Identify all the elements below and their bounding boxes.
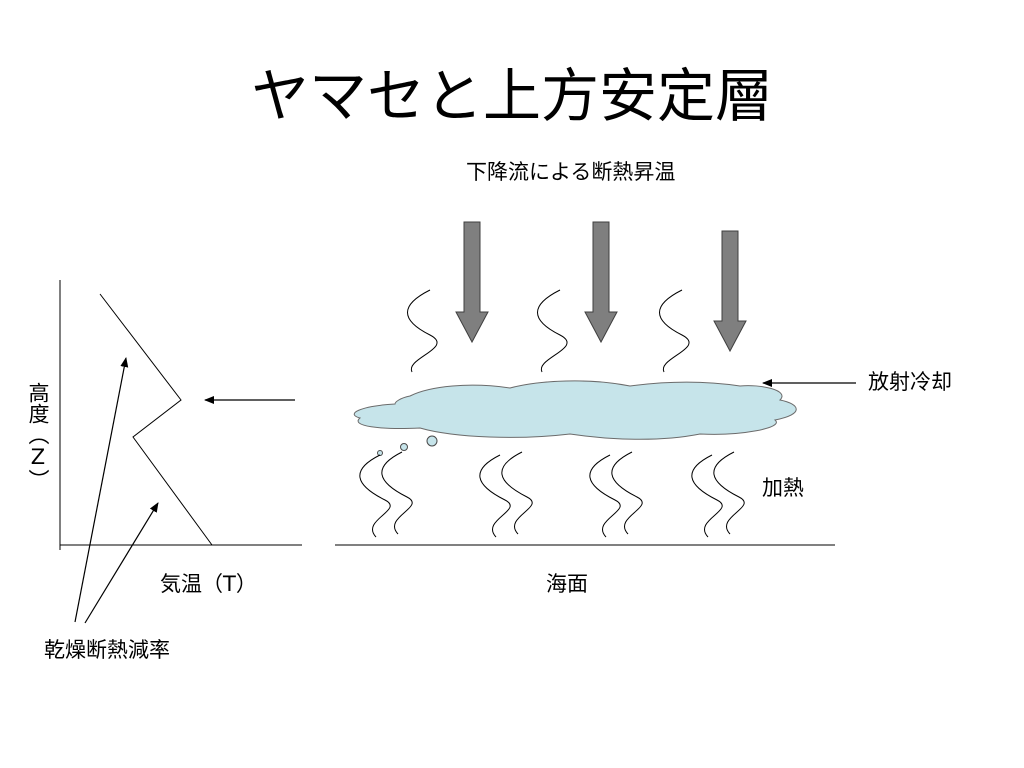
dalr-arrow-upper — [74, 357, 129, 623]
page-title: ヤマセと上方安定層 — [250, 62, 773, 130]
dalr-arrow-lower — [84, 502, 159, 624]
subsidence-arrows — [455, 221, 747, 353]
temperature-profile-graph — [59, 280, 302, 624]
height-axis-label: 高度（Z） — [26, 382, 50, 490]
subsidence-label: 下降流による断熱昇温 — [466, 160, 676, 184]
bubble-icon — [426, 435, 438, 447]
temperature-profile-line — [99, 293, 213, 546]
cloud-icon — [353, 380, 797, 440]
temperature-axis-label: 気温（T） — [160, 572, 257, 596]
wavy-line-icon — [501, 451, 533, 535]
wavy-line-icon — [611, 451, 643, 535]
sea-surface-label: 海面 — [546, 572, 588, 596]
bubbles — [377, 435, 438, 456]
wavy-line-icon — [479, 454, 511, 538]
downward-arrow-icon — [455, 221, 489, 344]
downward-arrow-icon — [584, 221, 618, 344]
wavy-line-icon — [589, 454, 621, 538]
wavy-line-icon — [659, 289, 690, 373]
bubble-icon — [377, 450, 383, 456]
bubble-icon — [400, 443, 408, 451]
wavy-line-icon — [381, 451, 413, 535]
radiative-cooling-label: 放射冷却 — [868, 370, 952, 394]
heating-label: 加熱 — [762, 476, 804, 500]
wavy-line-icon — [691, 454, 723, 538]
dry-adiabatic-lapse-rate-label: 乾燥断熱減率 — [44, 638, 170, 662]
wavy-line-icon — [359, 454, 391, 538]
lower-wavy-lines — [359, 451, 745, 538]
upper-wavy-lines — [407, 289, 690, 373]
downward-arrow-icon — [713, 230, 747, 353]
wavy-line-icon — [407, 289, 438, 373]
wavy-line-icon — [537, 289, 568, 373]
wavy-line-icon — [713, 451, 745, 535]
